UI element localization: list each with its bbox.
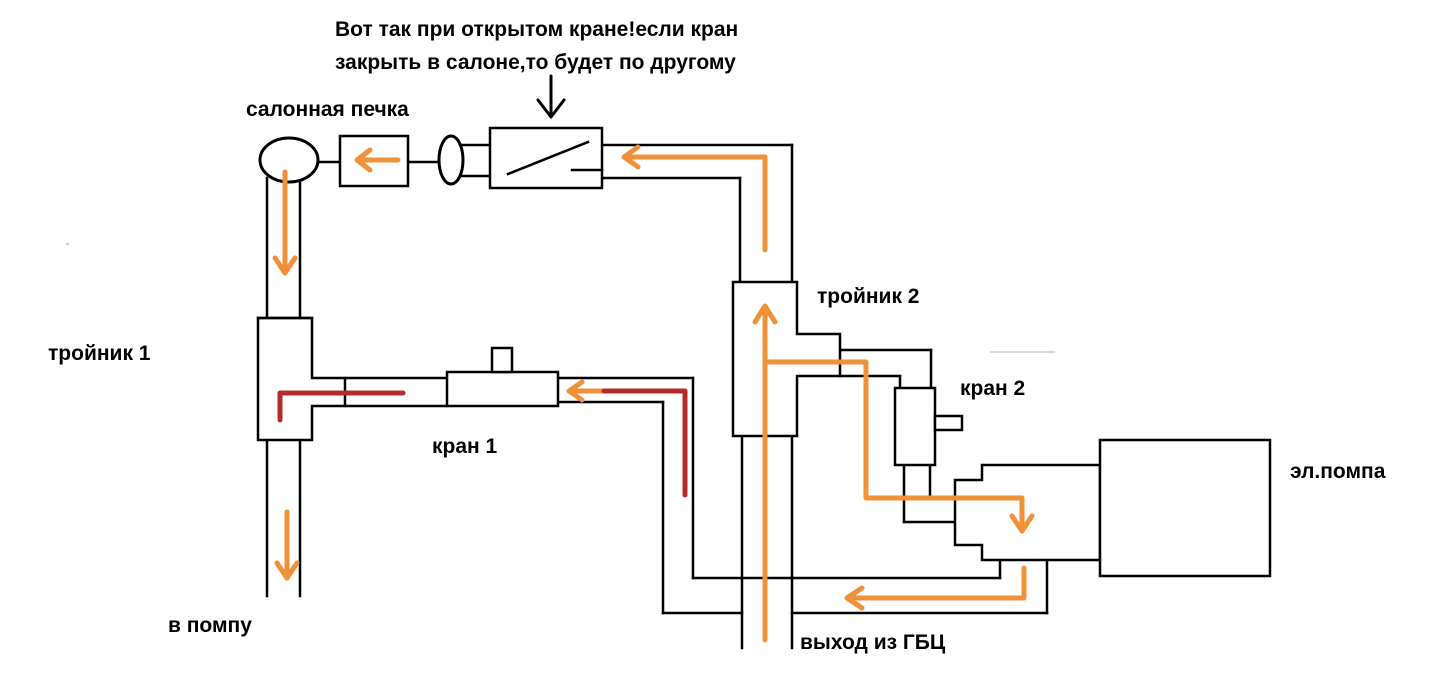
flow-arrow-pump-return — [844, 565, 1027, 611]
electric-pump-box — [1098, 438, 1272, 578]
flow-arrow-tee2-to-pump — [762, 359, 1035, 534]
flow-arrow-to-pump — [274, 509, 300, 581]
flow-arrow-return-top — [621, 144, 768, 253]
valve1-label: кран 1 — [432, 435, 498, 458]
tee1-label: тройник 1 — [48, 342, 151, 365]
flow-arrows — [272, 144, 1035, 643]
flow-arrow-valve1-in — [566, 379, 607, 403]
tee-2 — [731, 280, 842, 438]
tee-1 — [256, 316, 347, 442]
coupling-ring — [437, 134, 465, 186]
labels: Вот так при открытом кране!если кран зак… — [48, 18, 1386, 654]
heater-core — [258, 136, 320, 184]
valve-1 — [445, 346, 560, 408]
annotation-line-2: закрыть в салоне,то будет по другому — [335, 51, 736, 74]
annotation-arrow — [536, 74, 566, 119]
annotation-line-1: Вот так при открытом кране!если кран — [335, 18, 738, 41]
tee2-label: тройник 2 — [817, 285, 919, 308]
electric-pump-label: эл.помпа — [1290, 460, 1386, 483]
flow-arrow-heater-box — [354, 147, 401, 173]
pump-inlet-block — [953, 463, 1102, 562]
heater-label: салонная печка — [246, 98, 409, 121]
valve2-label: кран 2 — [960, 377, 1025, 400]
cabin-valve — [488, 126, 604, 190]
to-pump-label: в помпу — [168, 614, 252, 637]
valve-2 — [893, 386, 964, 467]
pipework — [66, 143, 1055, 650]
flow-arrow-heater-down — [272, 169, 298, 276]
head-outlet-label: выход из ГБЦ — [800, 631, 946, 654]
closed-path-valve1 — [277, 388, 688, 498]
